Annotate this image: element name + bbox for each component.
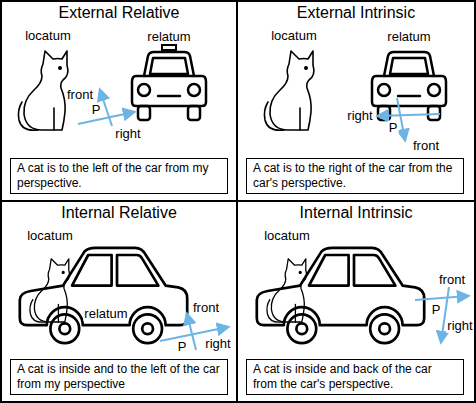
part-label: front bbox=[438, 273, 466, 287]
caption-text: A cat is inside and back of the car from… bbox=[253, 362, 457, 392]
right-axis bbox=[378, 114, 440, 116]
right-axis bbox=[78, 112, 134, 124]
part-label: locatum bbox=[24, 29, 72, 43]
car-side-figure bbox=[20, 248, 187, 343]
caption-text: A cat is to the right of the car from th… bbox=[253, 161, 457, 191]
part-label: right bbox=[346, 109, 373, 123]
caption-box: A cat is to the left of the car from my … bbox=[10, 158, 228, 194]
cat-figure bbox=[267, 259, 307, 322]
part-label: locatum bbox=[270, 29, 318, 43]
cat-figure bbox=[264, 51, 313, 130]
part-label: right bbox=[114, 127, 141, 141]
part-label: P bbox=[177, 340, 188, 354]
front-axis bbox=[100, 90, 112, 126]
part-label: right bbox=[204, 337, 231, 351]
car-front-figure bbox=[132, 52, 206, 120]
caption-box: A cat is inside and to the left of the c… bbox=[10, 359, 228, 395]
front-axis bbox=[415, 296, 468, 300]
cat-figure bbox=[18, 51, 67, 130]
car-side-figure bbox=[257, 248, 424, 343]
part-label: P bbox=[431, 303, 442, 317]
panel-title: External Relative bbox=[2, 4, 236, 22]
part-label: relatum bbox=[386, 30, 431, 44]
panel-title: External Intrinsic bbox=[238, 4, 474, 22]
part-label: front bbox=[192, 301, 220, 315]
car-front-figure bbox=[372, 52, 446, 120]
caption-text: A cat is to the left of the car from my … bbox=[17, 161, 221, 191]
part-label: relatum bbox=[83, 307, 128, 321]
part-label: P bbox=[91, 103, 102, 117]
caption-box: A cat is inside and back of the car from… bbox=[246, 359, 464, 395]
part-label: locatum bbox=[26, 229, 74, 243]
part-label: relatum bbox=[146, 30, 191, 44]
front-axis bbox=[187, 314, 196, 350]
caption-text: A cat is inside and to the left of the c… bbox=[17, 362, 221, 392]
part-label: right bbox=[446, 319, 473, 333]
caption-box: A cat is to the right of the car from th… bbox=[246, 158, 464, 194]
part-label: P bbox=[388, 121, 399, 135]
panel-title: Internal Relative bbox=[2, 204, 236, 222]
right-axis bbox=[441, 287, 449, 342]
panel-title: Internal Intrinsic bbox=[238, 204, 474, 222]
part-label: locatum bbox=[263, 229, 311, 243]
part-label: front bbox=[412, 139, 440, 153]
cat-figure bbox=[30, 259, 70, 322]
car-roof-sign bbox=[162, 45, 176, 50]
part-label: front bbox=[66, 88, 94, 102]
